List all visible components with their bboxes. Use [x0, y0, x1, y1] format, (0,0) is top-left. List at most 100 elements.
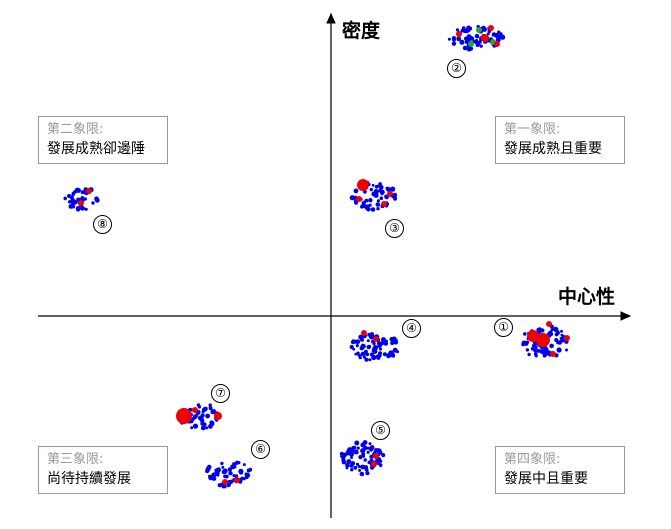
node — [486, 32, 490, 36]
highlight-node — [357, 179, 369, 191]
node — [361, 452, 366, 457]
node — [350, 339, 356, 345]
node — [377, 353, 382, 358]
highlight-node — [373, 336, 379, 342]
node — [345, 466, 349, 470]
node — [67, 200, 72, 204]
node — [542, 353, 547, 358]
node — [209, 420, 214, 425]
cluster-3 — [349, 179, 398, 212]
node — [69, 204, 73, 209]
cluster-label-5: ⑤ — [371, 421, 390, 440]
node — [392, 337, 398, 343]
node — [370, 332, 374, 337]
node — [83, 197, 87, 201]
highlight-node — [373, 453, 379, 459]
node — [75, 207, 81, 212]
node — [548, 332, 553, 337]
highlight-node — [361, 330, 367, 336]
node — [534, 345, 538, 350]
node — [525, 348, 530, 352]
quadrant-box-q1: 第一象限: 發展成熟且重要 — [495, 116, 625, 164]
node — [523, 332, 527, 336]
node — [447, 37, 451, 41]
cluster-7 — [176, 403, 222, 431]
quadrant-title: 第四象限: — [504, 452, 561, 467]
node — [63, 196, 67, 201]
node — [223, 484, 227, 489]
node — [208, 474, 212, 478]
node — [365, 471, 370, 476]
node — [368, 203, 372, 207]
node — [533, 348, 538, 353]
node — [369, 454, 374, 459]
cluster-label-4: ④ — [402, 319, 421, 338]
node — [72, 199, 78, 205]
node — [556, 347, 562, 353]
cluster-label-2: ② — [447, 59, 466, 78]
node — [204, 407, 208, 411]
node — [208, 406, 213, 411]
node — [452, 37, 456, 42]
node — [378, 182, 382, 186]
node — [228, 471, 233, 476]
highlight-node — [371, 461, 377, 467]
highlight-node — [234, 477, 240, 483]
cluster-4 — [349, 330, 399, 362]
node — [376, 207, 380, 211]
quadrant-description: 尚待持續發展 — [47, 471, 131, 487]
node — [462, 45, 468, 51]
node — [352, 445, 357, 450]
node — [550, 327, 554, 332]
cluster-1 — [521, 321, 570, 358]
node — [221, 469, 227, 475]
node — [80, 196, 84, 200]
node — [459, 41, 463, 45]
node — [364, 357, 369, 362]
quadrant-box-q2: 第二象限: 發展成熟卻邊陲 — [38, 116, 168, 164]
node — [202, 422, 207, 427]
node — [371, 354, 377, 361]
highlight-node — [86, 188, 92, 194]
highlight-node — [192, 407, 198, 413]
node — [494, 34, 499, 38]
node — [451, 41, 457, 46]
node — [525, 340, 530, 345]
node — [355, 339, 360, 345]
node — [365, 352, 370, 357]
node — [361, 203, 367, 209]
node — [220, 461, 224, 466]
node — [345, 462, 350, 468]
highlight-node — [381, 201, 387, 207]
node — [377, 448, 382, 453]
node — [226, 482, 231, 488]
node — [374, 184, 379, 189]
clusters-layer — [63, 25, 570, 489]
node — [369, 187, 373, 192]
node — [349, 344, 354, 350]
highlight-node — [78, 200, 84, 206]
node — [368, 198, 373, 203]
node — [359, 471, 365, 477]
node — [216, 467, 221, 473]
node — [360, 351, 366, 357]
node — [358, 356, 362, 360]
quadrant-description: 發展中且重要 — [504, 471, 588, 487]
highlight-node — [356, 196, 362, 202]
highlight-node — [546, 321, 552, 327]
quadrant-title: 第一象限: — [504, 122, 561, 137]
highlight-node — [176, 408, 192, 424]
node — [499, 32, 503, 36]
node — [371, 349, 375, 353]
node — [242, 477, 246, 481]
node — [94, 197, 100, 203]
node — [234, 462, 237, 466]
node — [375, 202, 381, 207]
node — [373, 192, 379, 198]
cluster-label-6: ⑥ — [251, 440, 270, 459]
node — [370, 207, 376, 212]
node — [349, 463, 354, 468]
node — [211, 476, 217, 481]
node — [354, 440, 360, 446]
